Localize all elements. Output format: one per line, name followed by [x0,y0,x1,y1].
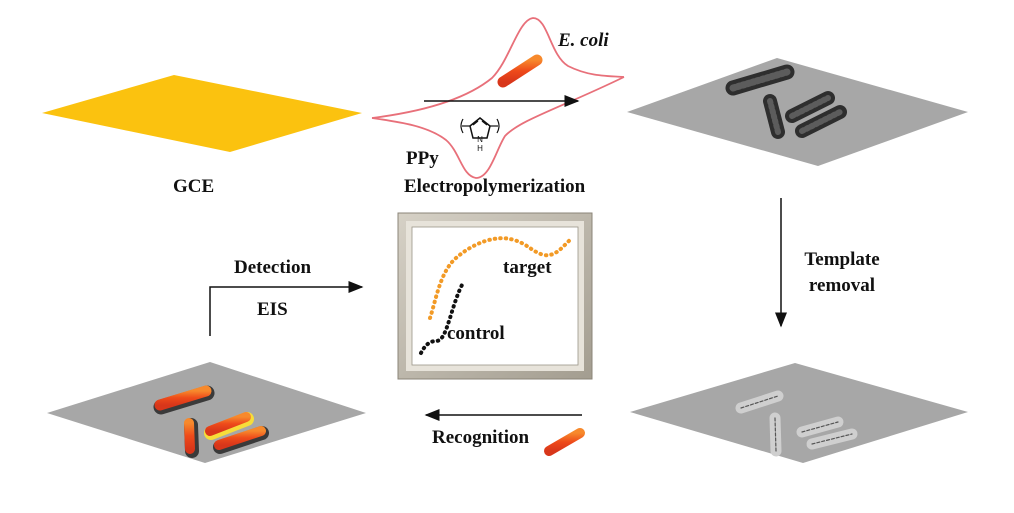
cyclic-voltammogram: N H [371,17,625,179]
bound-bacterium [213,426,269,454]
bound-bacterium [204,412,254,440]
pyrrole-n-label: N [477,135,483,144]
control-label: control [447,323,505,344]
target-label: target [503,257,552,278]
target-curve [428,236,573,320]
bound-bacterium [153,385,215,415]
embedded-bacterium [725,64,795,96]
detection-arrow [209,281,364,336]
eis-label: EIS [257,299,288,320]
ecoli-label: E. coli [558,30,609,51]
template-removal-label: Template removal [792,247,892,299]
imprint-cavity [796,416,844,438]
imprint-cavity [806,428,858,450]
ppy-film-with-bacteria [627,58,968,166]
gce-electrode-plate [42,75,362,152]
bacterium-recognition [544,428,585,456]
recognition-label: Recognition [432,427,530,448]
eis-plot-frame [397,212,593,380]
gce-label: GCE [173,176,215,197]
control-curve [419,281,465,355]
pyrrole-h-label: H [477,144,483,153]
ppy-label: PPy [406,148,439,169]
template-label-line1: Template [804,249,880,270]
pyrrole-structure-icon: N H [460,117,500,153]
imprint-cavity [735,390,784,414]
imprinted-polymer-plate [630,363,968,463]
embedded-bacterium [795,105,847,138]
bound-bacterium [184,418,199,458]
bacterium-ecoli [497,54,543,88]
electropolymerization-label: Electropolymerization [404,176,586,197]
cv-lower-curve [371,76,625,179]
embedded-bacterium [763,94,785,139]
imprint-cavity [769,412,782,457]
embedded-bacterium [785,91,835,123]
recognized-bacteria-plate [47,362,366,463]
detection-label: Detection [234,257,312,278]
template-label-line2: removal [808,275,876,296]
